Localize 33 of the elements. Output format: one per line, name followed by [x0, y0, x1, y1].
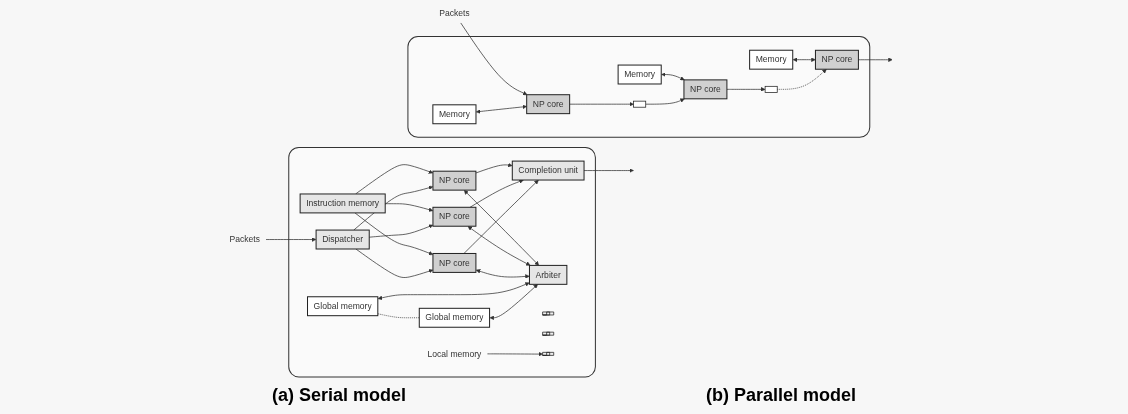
arrow [792, 57, 816, 62]
arrow [377, 282, 530, 300]
node-box: Memory [617, 64, 662, 85]
node-text: Packets [229, 234, 260, 245]
figure-caption: (a) Serial model [271, 385, 406, 406]
node-box: Global memory [307, 296, 379, 317]
node-bar [542, 331, 555, 336]
connector-line [377, 313, 420, 319]
arrow [661, 72, 685, 81]
node-box [764, 85, 778, 93]
node-bar [542, 351, 555, 356]
arrow [476, 104, 527, 114]
node-box: NP core [432, 170, 477, 191]
node-box: Instruction memory [299, 193, 386, 214]
node-box: NP core [683, 79, 728, 100]
node-box: NP core [432, 206, 477, 227]
node-text: Local memory [427, 348, 482, 359]
cluster [407, 36, 871, 138]
arrow [475, 269, 530, 279]
node-box: Memory [749, 49, 794, 70]
node-box: Memory [432, 104, 477, 125]
cluster [288, 146, 596, 378]
node-box [633, 100, 647, 108]
node-text: Packets [439, 8, 470, 19]
node-box: NP core [814, 49, 859, 70]
figure-caption: (b) Parallel model [706, 385, 857, 406]
node-box: Global memory [418, 307, 491, 328]
node-box: Dispatcher [315, 229, 370, 250]
node-bar [542, 311, 555, 316]
node-box: Arbiter [528, 264, 568, 285]
node-box: NP core [526, 94, 571, 115]
node-box: NP core [432, 252, 477, 273]
node-box: Completion unit [511, 160, 585, 181]
